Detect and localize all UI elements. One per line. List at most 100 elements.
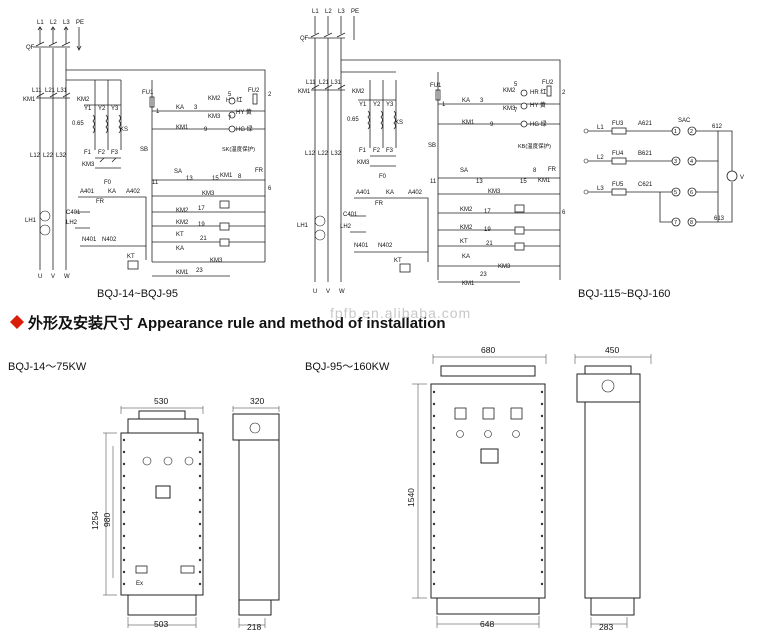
- small-cabinet-bolt-0: [122, 438, 126, 442]
- current-transformer-lh2: [39, 224, 51, 236]
- mid-ka-lower: KA: [386, 190, 394, 196]
- mid-node-2: 2: [562, 90, 566, 96]
- terminal-in-l21: L21: [45, 88, 56, 94]
- large-lamp-1: [456, 430, 464, 438]
- small-cabinet-bolt-7: [198, 474, 202, 478]
- large-cabinet-bolt-15: [540, 474, 544, 478]
- nameplate-left: [135, 565, 148, 574]
- node-13: 13: [186, 176, 193, 182]
- large-side-gauge: [601, 379, 615, 393]
- mid-node-1: 1: [442, 102, 446, 108]
- km3-contacts: [95, 157, 121, 169]
- mid-tap-y2: Y2: [373, 102, 381, 108]
- large-cabinet-bolt-19: [540, 498, 544, 502]
- supply-label-pe: PE: [76, 20, 84, 26]
- vm-613: 613: [714, 216, 725, 222]
- large-cabinet-bolt-21: [540, 510, 544, 514]
- mid-fu1: FU1: [430, 83, 442, 89]
- vm-v: V: [740, 175, 744, 181]
- large-cabinet-bolt-11: [540, 450, 544, 454]
- dim-width-top-lines: [120, 406, 204, 414]
- node-1: 1: [156, 109, 160, 115]
- vm-meter-leads: [718, 130, 733, 223]
- mid-kt: KT: [394, 258, 402, 264]
- dim-large-side-top-lines: [574, 354, 652, 364]
- mid-control-bus: [341, 59, 561, 280]
- operating-handle: [155, 485, 171, 499]
- small-cabinet-bolt-6: [122, 474, 126, 478]
- vm-fu3: FU3: [612, 121, 624, 127]
- large-cabinet-bolt-30: [432, 570, 436, 574]
- large-cabinet-bolt-13: [540, 462, 544, 466]
- fr-right-label: FR: [255, 168, 264, 174]
- large-front-view: 680 1540 648: [406, 345, 547, 629]
- mid-lamp-hr-symbol: [520, 89, 528, 97]
- mid-supply-pe: PE: [351, 9, 359, 15]
- mid-motor-w: W: [339, 289, 345, 295]
- node-17: 17: [198, 206, 205, 212]
- dim-side-width-bottom: 218: [247, 622, 261, 632]
- mid-lamp-hy-symbol: [520, 102, 528, 110]
- vm-sac: SAC: [678, 118, 691, 124]
- small-cabinet-bolt-19: [198, 546, 202, 550]
- side-top-box: [232, 413, 280, 441]
- large-cabinet-bolt-3: [540, 402, 544, 406]
- large-cabinet-bolt-24: [432, 534, 436, 538]
- large-cabinet-bolt-2: [432, 402, 436, 406]
- group-large-caption: BQJ-95～160KW: [305, 361, 390, 373]
- motor-u: U: [38, 274, 42, 280]
- node-9: 9: [204, 127, 208, 133]
- mid-f2: F2: [373, 148, 381, 154]
- small-cabinet-bolt-23: [198, 570, 202, 574]
- current-loop-wiring: [75, 196, 147, 260]
- mid-lamp-hg: HG 绿: [530, 120, 547, 128]
- indicator-lamp-2: [163, 456, 173, 466]
- vm-612: 612: [712, 124, 723, 130]
- mid-kt-aux: KT: [460, 239, 468, 245]
- fr-label: FR: [96, 199, 105, 205]
- mid-ct-lh2: [314, 229, 326, 241]
- mid-tap-y1: Y1: [359, 102, 367, 108]
- km2-coil-label: KM2: [208, 96, 221, 102]
- c401-label: C401: [66, 210, 81, 216]
- mid-control-rails: [437, 72, 560, 280]
- dim-front-height-outer: 1254: [90, 511, 100, 530]
- small-cabinet-bolt-13: [198, 510, 202, 514]
- large-cabinet-bolt-9: [540, 438, 544, 442]
- vm-node-4: 4: [690, 159, 693, 165]
- vm-sw-1: [671, 126, 681, 136]
- indicator-lamp-1: [142, 456, 152, 466]
- breaker-contacts: [33, 41, 71, 48]
- dim-side-width-top: 320: [250, 396, 264, 406]
- schematic-voltmeter: L1 L2 L3 FU3 FU4 FU5 A621 B621 C621 SAC …: [583, 118, 744, 227]
- mid-km1-aux2: KM1: [462, 281, 475, 287]
- side-gauge: [249, 422, 261, 434]
- mid-node-13: 13: [476, 179, 483, 185]
- mid-l32: L32: [331, 151, 342, 157]
- mid-km1-ctl: KM1: [462, 120, 475, 126]
- sk-label: SK(温度保护): [222, 145, 255, 153]
- km2-aux-label: KM2: [176, 208, 189, 214]
- mid-km3-coil: KM3: [503, 106, 516, 112]
- small-cabinet-bolt-9: [198, 486, 202, 490]
- large-cabinet-bolt-16: [432, 486, 436, 490]
- mid-control-rungs: [438, 193, 560, 283]
- mid-lh2: LH2: [340, 224, 352, 230]
- mid-tap-y3: Y3: [386, 102, 394, 108]
- small-front-view: 530 Ex 1254 980 503: [90, 396, 204, 629]
- terminal-in-l31: L31: [57, 88, 68, 94]
- breaker-label: QF: [26, 45, 35, 51]
- mid-node-9: 9: [490, 122, 494, 128]
- km1-aux2-label: KM1: [176, 270, 189, 276]
- dim-height-outer-lines: [103, 432, 117, 596]
- dim-large-width-top: 680: [481, 345, 495, 355]
- mid-a402: A402: [408, 190, 423, 196]
- vm-fuse-fu3: [611, 127, 627, 135]
- vm-node-2: 2: [690, 129, 693, 135]
- vm-sw-5: [671, 187, 681, 197]
- vm-term-l1: [583, 128, 589, 134]
- mid-lh1: LH1: [297, 223, 309, 229]
- large-operating-handle: [480, 448, 499, 464]
- dim-large-height: 1540: [406, 488, 416, 507]
